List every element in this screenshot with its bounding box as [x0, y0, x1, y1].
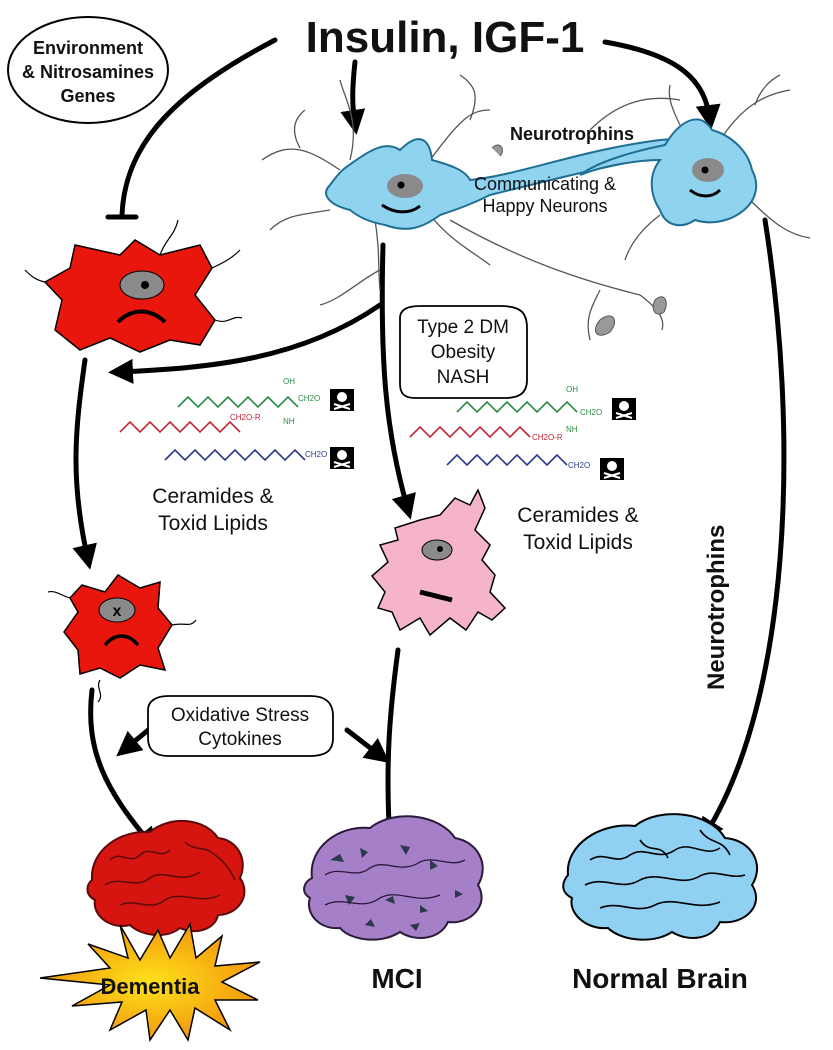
metabolic-line-3: NASH [437, 367, 490, 388]
svg-text:OH: OH [566, 385, 578, 394]
dead-cell: x [47, 574, 197, 703]
lipids-left: CH2O CH2O-R CH2O OH NH [119, 377, 327, 462]
arrow-dead-to-dementia [88, 687, 159, 853]
arrow-to-normal-brain [699, 217, 787, 844]
arrow-neuron-to-mci [379, 242, 416, 520]
svg-text:CH2O-R: CH2O-R [230, 413, 261, 422]
neuron-left [261, 74, 702, 341]
arrow-red-to-dead [72, 357, 97, 570]
oxidative-bubble: Oxidative Stress Cytokines [147, 695, 334, 757]
ceramides-left-line-2: Toxid Lipids [158, 512, 268, 535]
svg-text:CH2O: CH2O [298, 394, 320, 403]
environment-line-3: Genes [60, 86, 115, 106]
happy-neurons-line-1: Communicating & [474, 174, 616, 194]
sick-cell [24, 219, 243, 353]
neurotrophins-side-label: Neurotrophins [703, 525, 730, 690]
metabolic-bubble: Type 2 DM Obesity NASH [399, 305, 528, 399]
arrow-to-right-neuron [602, 39, 721, 130]
title: Insulin, IGF-1 [306, 13, 585, 62]
normal-brain-label: Normal Brain [572, 963, 748, 994]
skull-icon [330, 389, 354, 411]
skull-icon [612, 398, 636, 420]
svg-text:OH: OH [283, 377, 295, 386]
normal-brain [562, 813, 758, 941]
dementia-brain [86, 820, 246, 936]
lipids-right: CH2O CH2O-R CH2O OH NH [409, 385, 602, 470]
skull-icon [600, 458, 624, 480]
arrow-neuron-to-left [108, 302, 383, 384]
svg-text:NH: NH [283, 417, 295, 426]
ceramides-right-line-1: Ceramides & [517, 504, 638, 527]
svg-text:CH2O: CH2O [305, 450, 327, 459]
mci-label: MCI [371, 963, 422, 994]
environment-line-1: Environment [33, 38, 143, 58]
neuron-right [579, 74, 811, 261]
metabolic-line-2: Obesity [431, 342, 496, 363]
neurotrophins-top-label: Neurotrophins [510, 124, 634, 144]
svg-text:CH2O: CH2O [568, 461, 590, 470]
arrows [72, 37, 787, 855]
oxidative-line-1: Oxidative Stress [171, 705, 309, 726]
mci-cell [370, 488, 507, 637]
dementia-label: Dementia [100, 974, 200, 999]
inhibition-arrow [119, 37, 278, 218]
ceramides-right-line-2: Toxid Lipids [523, 531, 633, 554]
skull-icon [330, 447, 354, 469]
svg-text:CH2O-R: CH2O-R [532, 433, 563, 442]
arrow-mci-to-brain [376, 647, 402, 855]
environment-line-2: & Nitrosamines [22, 62, 154, 82]
svg-text:CH2O: CH2O [580, 408, 602, 417]
mci-brain [303, 815, 484, 941]
environment-bubble: Environment & Nitrosamines Genes [7, 16, 169, 124]
metabolic-line-1: Type 2 DM [417, 317, 509, 338]
arrow-ox-right [344, 727, 390, 764]
happy-neurons-line-2: Happy Neurons [482, 196, 607, 216]
dementia-burst [39, 921, 261, 1043]
oxidative-line-2: Cytokines [198, 729, 281, 750]
arrow-to-neuron [340, 59, 366, 135]
svg-text:x: x [113, 603, 122, 620]
ceramides-left-line-1: Ceramides & [152, 485, 273, 508]
svg-text:NH: NH [566, 425, 578, 434]
